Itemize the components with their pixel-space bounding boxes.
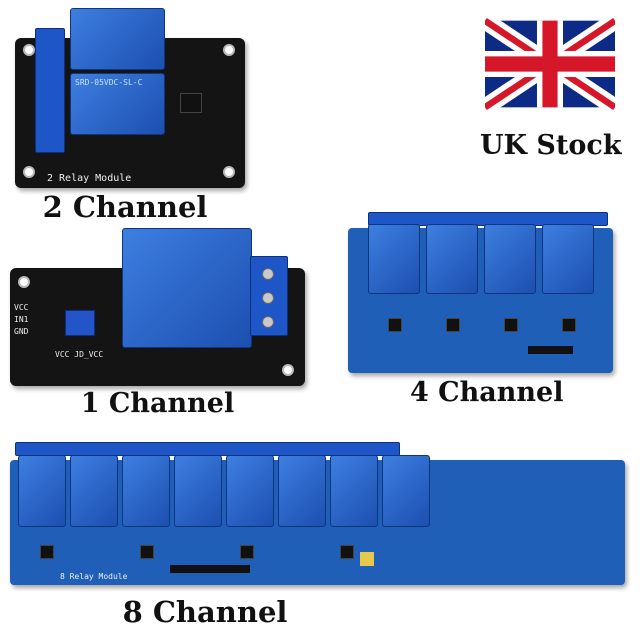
one-channel-label: 1 Channel xyxy=(80,388,235,419)
two-channel-relay-board: SRD-05VDC-SL-C 2 Relay Module xyxy=(15,8,245,188)
pin-label: IN1 xyxy=(14,315,29,324)
relay-marking: SRD-05VDC-SL-C xyxy=(75,78,143,87)
relay xyxy=(122,228,252,348)
eight-channel-relay-board: 8 Relay Module xyxy=(10,442,625,585)
pin-label: GND xyxy=(14,327,29,336)
pin-label: VCC JD_VCC xyxy=(55,350,104,359)
board-silkscreen: 2 Relay Module xyxy=(47,173,132,184)
board-silkscreen: 8 Relay Module xyxy=(60,572,128,581)
relay xyxy=(70,73,165,135)
two-channel-label: 2 Channel xyxy=(42,190,208,224)
one-channel-relay-board: VCC IN1 GND VCC JD_VCC xyxy=(10,228,305,386)
pin-label: VCC xyxy=(14,303,29,312)
four-channel-relay-board xyxy=(348,212,613,373)
relay xyxy=(70,8,165,70)
eight-channel-label: 8 Channel xyxy=(122,595,288,629)
uk-stock-badge: UK Stock xyxy=(480,130,622,161)
union-jack-flag-icon xyxy=(480,8,620,120)
four-channel-label: 4 Channel xyxy=(410,377,564,408)
